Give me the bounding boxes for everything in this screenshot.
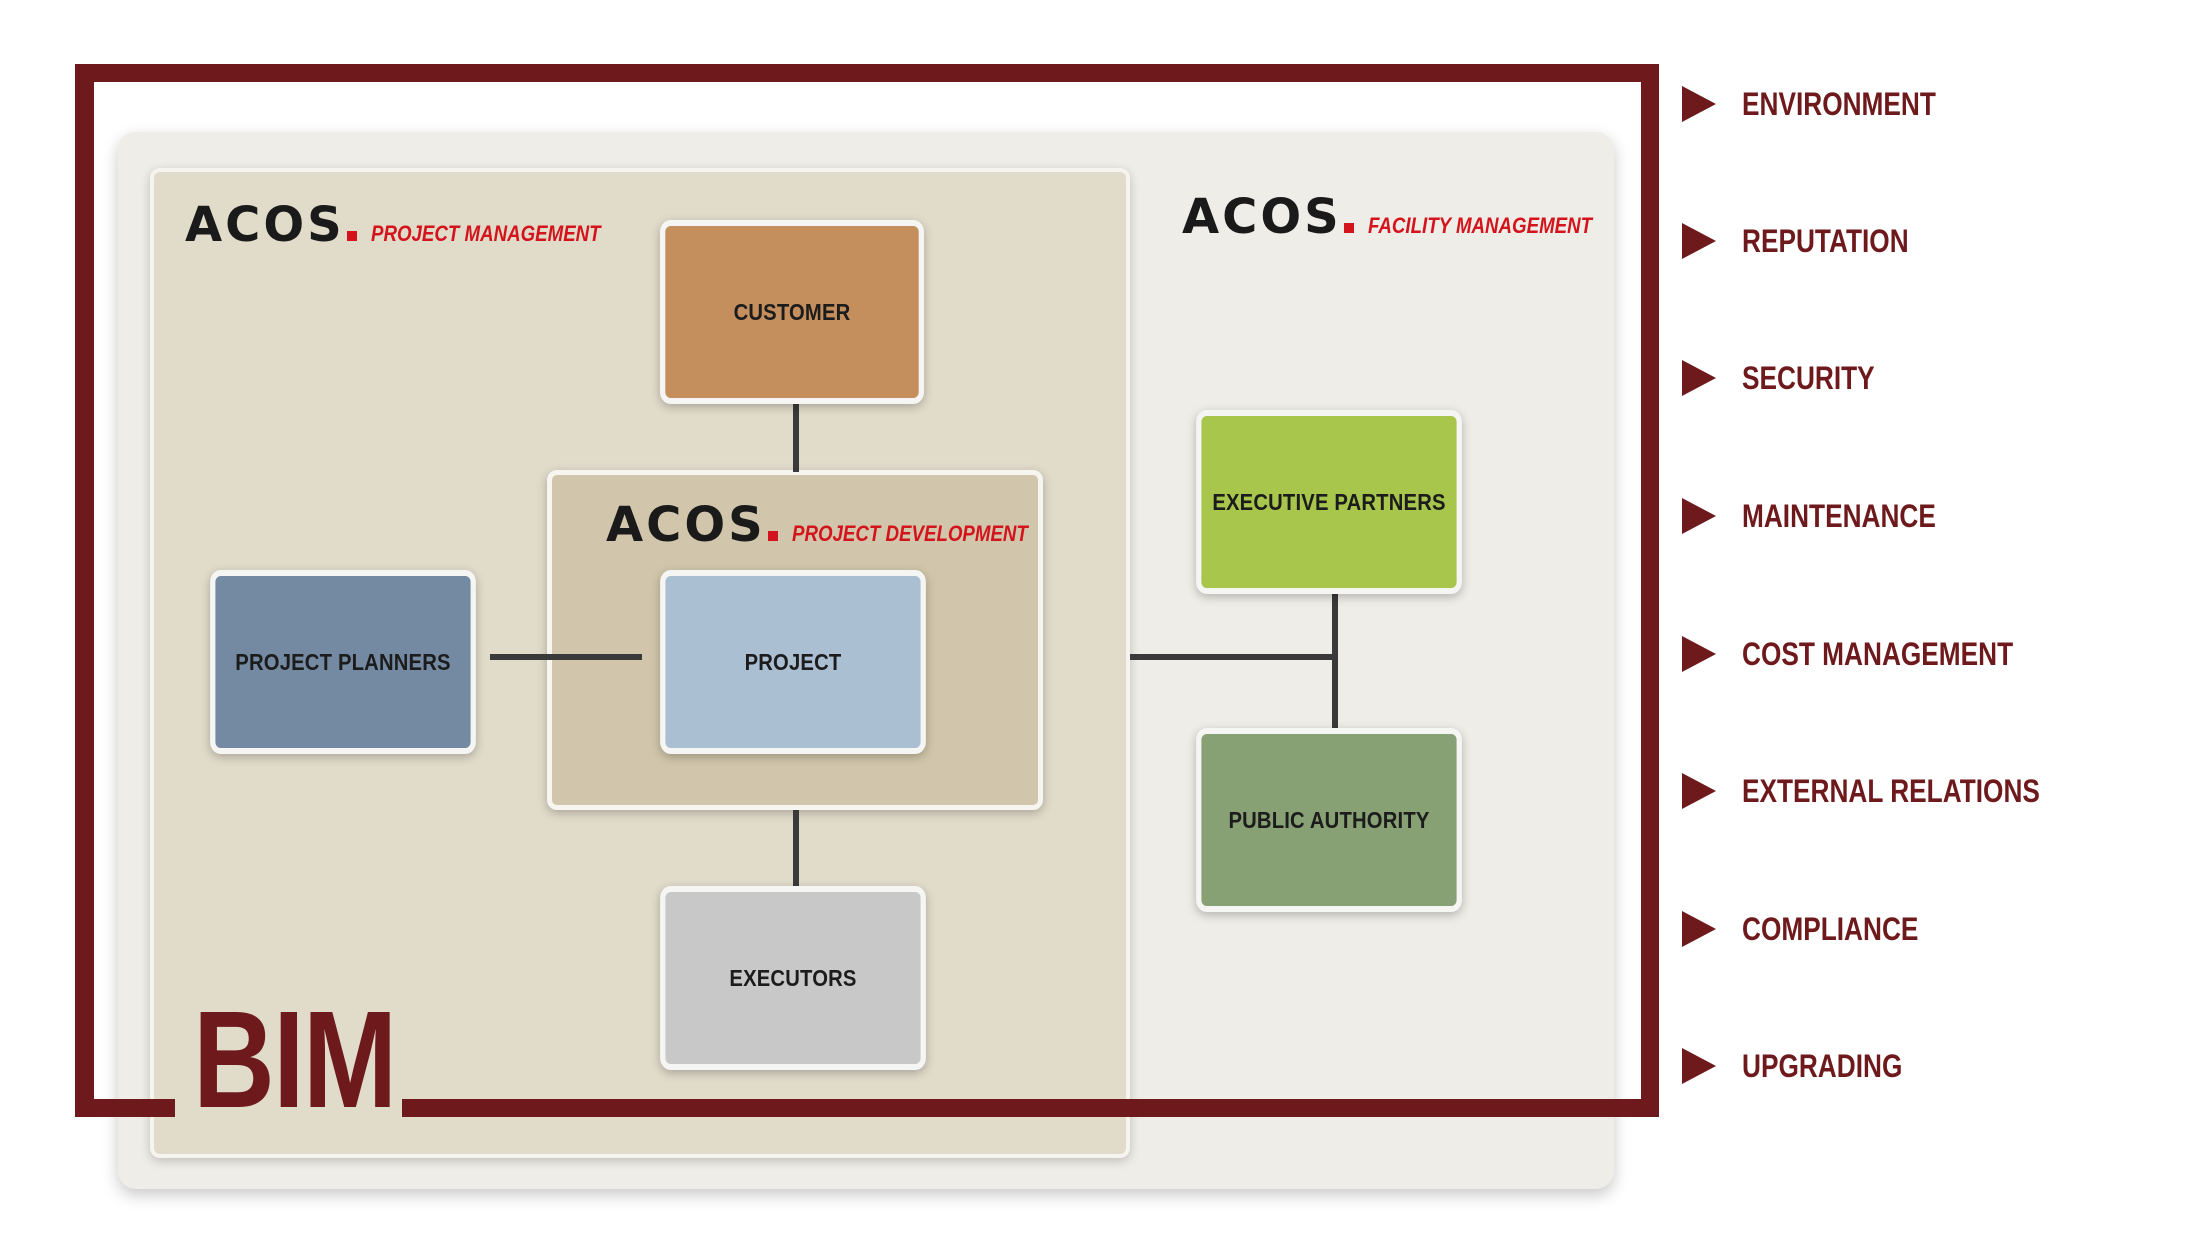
- aspect-item: COMPLIANCE: [1682, 907, 2182, 951]
- logo-dot-icon: [1343, 223, 1354, 233]
- aspect-item: MAINTENANCE: [1682, 494, 2182, 538]
- node-project-label: PROJECT: [744, 648, 842, 675]
- node-executors: EXECUTORS: [660, 886, 926, 1070]
- triangle-bullet-icon: [1682, 360, 1716, 396]
- acos-wordmark: ACOS: [1182, 189, 1342, 245]
- triangle-bullet-icon: [1682, 636, 1716, 672]
- logo-facility-management: ACOS FACILITY MANAGEMENT: [1182, 189, 1631, 245]
- node-customer: CUSTOMER: [660, 220, 924, 404]
- node-executive-partners: EXECUTIVE PARTNERS: [1196, 410, 1462, 594]
- aspect-item: COST MANAGEMENT: [1682, 632, 2182, 676]
- bim-frame-right: [1641, 64, 1659, 1117]
- bim-frame-bottom-left: [75, 1099, 175, 1117]
- node-project-planners: PROJECT PLANNERS: [210, 570, 476, 754]
- node-customer-label: CUSTOMER: [733, 298, 851, 325]
- node-executive-partners-label: EXECUTIVE PARTNERS: [1212, 488, 1446, 515]
- subtitle-project-management: PROJECT MANAGEMENT: [370, 221, 601, 246]
- connector-planners-project: [490, 654, 642, 660]
- logo-dot-icon: [346, 231, 357, 241]
- aspect-label: ENVIRONMENT: [1742, 85, 1936, 122]
- aspect-label: REPUTATION: [1742, 222, 1909, 259]
- subtitle-project-development: PROJECT DEVELOPMENT: [791, 521, 1028, 546]
- triangle-bullet-icon: [1682, 223, 1716, 259]
- aspect-label: COST MANAGEMENT: [1742, 635, 2014, 672]
- aspect-item: UPGRADING: [1682, 1044, 2182, 1088]
- aspect-label: UPGRADING: [1742, 1047, 1903, 1084]
- bim-frame-top: [75, 64, 1659, 82]
- bim-label: BIM: [193, 983, 397, 1137]
- aspect-item: EXTERNAL RELATIONS: [1682, 769, 2182, 813]
- connector-pm-to-partners: [1130, 654, 1338, 660]
- logo-project-management: ACOS PROJECT MANAGEMENT: [185, 197, 641, 253]
- aspect-item: REPUTATION: [1682, 219, 2182, 263]
- triangle-bullet-icon: [1682, 1048, 1716, 1084]
- connector-customer-project: [793, 404, 799, 472]
- node-project-planners-label: PROJECT PLANNERS: [235, 648, 451, 675]
- triangle-bullet-icon: [1682, 773, 1716, 809]
- aspect-label: SECURITY: [1742, 359, 1875, 396]
- node-public-authority-label: PUBLIC AUTHORITY: [1228, 806, 1430, 833]
- connector-project-executors: [793, 810, 799, 896]
- aspect-label: MAINTENANCE: [1742, 497, 1936, 534]
- triangle-bullet-icon: [1682, 911, 1716, 947]
- connector-partners-authority: [1332, 590, 1338, 732]
- node-project: PROJECT: [660, 570, 926, 754]
- acos-wordmark: ACOS: [185, 197, 345, 253]
- bim-frame-left: [75, 64, 94, 1117]
- triangle-bullet-icon: [1682, 498, 1716, 534]
- logo-project-development: ACOS PROJECT DEVELOPMENT: [606, 497, 1069, 553]
- aspect-item: ENVIRONMENT: [1682, 82, 2182, 126]
- logo-dot-icon: [767, 531, 778, 541]
- aspect-item: SECURITY: [1682, 356, 2182, 400]
- subtitle-facility-management: FACILITY MANAGEMENT: [1367, 213, 1592, 238]
- aspect-label: COMPLIANCE: [1742, 910, 1919, 947]
- bim-frame-bottom-right: [402, 1099, 1659, 1117]
- acos-wordmark: ACOS: [606, 497, 766, 553]
- node-public-authority: PUBLIC AUTHORITY: [1196, 728, 1462, 912]
- aspect-label: EXTERNAL RELATIONS: [1742, 772, 2040, 809]
- node-executors-label: EXECUTORS: [729, 964, 857, 991]
- triangle-bullet-icon: [1682, 86, 1716, 122]
